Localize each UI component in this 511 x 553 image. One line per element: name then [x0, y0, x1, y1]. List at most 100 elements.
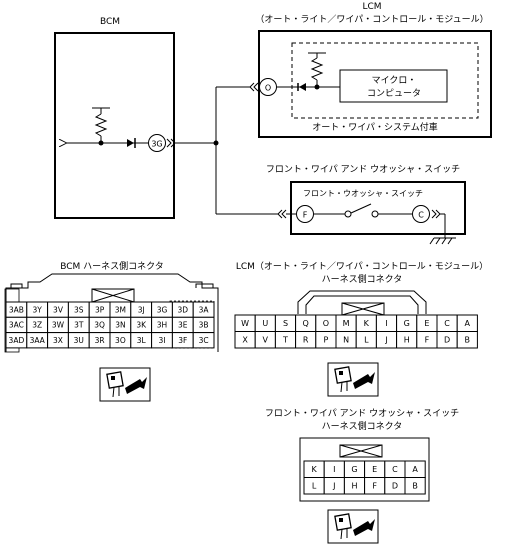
- bcm-title: BCM: [100, 17, 120, 27]
- lcm-connector-shell: [297, 290, 427, 314]
- switch-pin-label: H: [351, 482, 357, 491]
- switch-pin-label: D: [392, 482, 398, 491]
- ground-icon: [429, 213, 456, 245]
- bcm-pin-label: 3O: [115, 336, 126, 345]
- bcm-pin-label: 3AD: [9, 336, 25, 345]
- lcm-pin-label: L: [364, 336, 369, 345]
- microcomputer-label-2: コンピュータ: [367, 88, 421, 99]
- switch-connector-shell: [299, 437, 430, 502]
- switch-connector-title-2: ハーネス側コネクタ: [322, 420, 403, 432]
- lcm-pin-label: V: [263, 336, 269, 345]
- lcm-pin-label: B: [465, 336, 471, 345]
- microcomputer-box: [339, 69, 448, 103]
- bcm-connector-shell: [4, 273, 219, 353]
- lcm-pin-label: O: [323, 319, 329, 328]
- auto-wiper-note: オート・ワイパ・システム付車: [312, 121, 438, 133]
- lcm-subtitle: （オート・ライト／ワイパ・コントロール・モジュール）: [255, 14, 488, 25]
- bcm-pin-label: 3T: [74, 321, 84, 330]
- bcm-pin-label: 3N: [115, 321, 125, 330]
- lcm-pin-label: S: [283, 319, 288, 328]
- lcm-pin-label: K: [364, 319, 370, 328]
- switch-connector-title-1: フロント・ワイパ アンド ウオッシャ・スイッチ: [265, 408, 459, 419]
- bcm-pin-label: 3AA: [30, 336, 46, 345]
- lcm-pin-cell: [456, 331, 478, 349]
- switch-pin-cell: [404, 477, 426, 495]
- lcm-pin-label: R: [303, 336, 309, 345]
- washer-switch-contact: [314, 203, 412, 218]
- bcm-pin-label: 3P: [95, 305, 105, 314]
- lcm-pin-label: X: [242, 336, 248, 345]
- connector-view-icon: [327, 509, 379, 544]
- bcm-pin-label: 3M: [115, 305, 126, 314]
- lcm-diode: [297, 83, 306, 91]
- microcomputer-label-1: マイクロ・: [372, 75, 417, 86]
- bcm-pin-label: 3C: [199, 336, 209, 345]
- lcm-pin-label: C: [444, 319, 450, 328]
- bcm-pin-label: 3F: [178, 336, 187, 345]
- bcm-pin-label: 3Q: [94, 321, 105, 330]
- pin-f-label: F: [303, 211, 308, 220]
- bcm-pin-label: 3Y: [33, 305, 43, 314]
- switch-pin-label: F: [372, 482, 377, 491]
- pin-o-label: O: [265, 84, 271, 93]
- lcm-lock-mark: [341, 302, 385, 316]
- bcm-pin-label: 3L: [137, 336, 147, 345]
- lcm-connector-title-2: ハーネス側コネクタ: [322, 273, 403, 285]
- bcm-pin-label: 3U: [74, 336, 84, 345]
- lcm-pin-label: A: [465, 319, 471, 328]
- bcm-pin-label: 3G: [157, 305, 168, 314]
- lcm-pin-label: G: [404, 319, 410, 328]
- bcm-pin-label: 3V: [53, 305, 64, 314]
- switch-pin-label: I: [333, 465, 335, 474]
- pin-c-circle: [412, 205, 430, 223]
- switch-pin-label: A: [412, 465, 418, 474]
- pin-3g-label: 3G: [151, 140, 162, 149]
- bcm-pin-label: 3D: [178, 305, 189, 314]
- lcm-box: [258, 30, 492, 138]
- switch-pin-label: J: [332, 482, 335, 491]
- bcm-pin-label: 3Z: [32, 321, 42, 330]
- bcm-pin-label: 3W: [52, 321, 65, 330]
- lcm-pin-label: U: [262, 319, 268, 328]
- bcm-pin-label: 3J: [138, 305, 145, 314]
- bcm-pin-label: 3A: [199, 305, 210, 314]
- switch-pin-label: B: [412, 482, 418, 491]
- bcm-lock-mark: [91, 288, 135, 303]
- lcm-pullup-resistor: [308, 52, 326, 87]
- switch-title: フロント・ワイパ アンド ウオッシャ・スイッチ: [266, 164, 460, 175]
- lcm-pin-label: I: [385, 319, 387, 328]
- bcm-pin-label: 3AC: [9, 321, 24, 330]
- lcm-connector-mark: [249, 82, 259, 92]
- bcm-pin-label: 3K: [136, 321, 147, 330]
- lcm-pin-label: Q: [303, 319, 309, 328]
- switch-lock-mark: [339, 444, 383, 458]
- bcm-pin-label: 3B: [199, 321, 209, 330]
- switch-pin-label: G: [351, 465, 357, 474]
- lcm-junction-dot: [314, 84, 320, 90]
- lcm-title: LCM: [362, 2, 381, 12]
- lcm-pin-label: E: [424, 319, 429, 328]
- bcm-connector-title: BCM ハーネス側コネクタ: [60, 260, 164, 272]
- switch-pin-label: L: [312, 482, 317, 491]
- bcm-pin-label: 3H: [157, 321, 167, 330]
- lcm-optional-box: [291, 42, 479, 119]
- bcm-pin-label: 3I: [159, 336, 166, 345]
- connector-view-icon: [99, 367, 151, 402]
- lcm-pin-label: D: [444, 336, 450, 345]
- lcm-pin-label: P: [323, 336, 328, 345]
- switch-box: [290, 181, 466, 235]
- lcm-connector-title-1: LCM（オート・ライト／ワイパ・コントロール・モジュール）: [236, 261, 488, 272]
- switch-pin-label: K: [311, 465, 317, 474]
- bcm-box: [54, 32, 175, 219]
- lcm-pin-label: H: [404, 336, 410, 345]
- pin-f-circle: [296, 205, 314, 223]
- lcm-pin-label: F: [425, 336, 430, 345]
- lcm-pin-label: W: [241, 319, 249, 328]
- switch-pin-label: C: [392, 465, 398, 474]
- pin-c-label: C: [418, 211, 424, 220]
- switch-pin-label: E: [372, 465, 377, 474]
